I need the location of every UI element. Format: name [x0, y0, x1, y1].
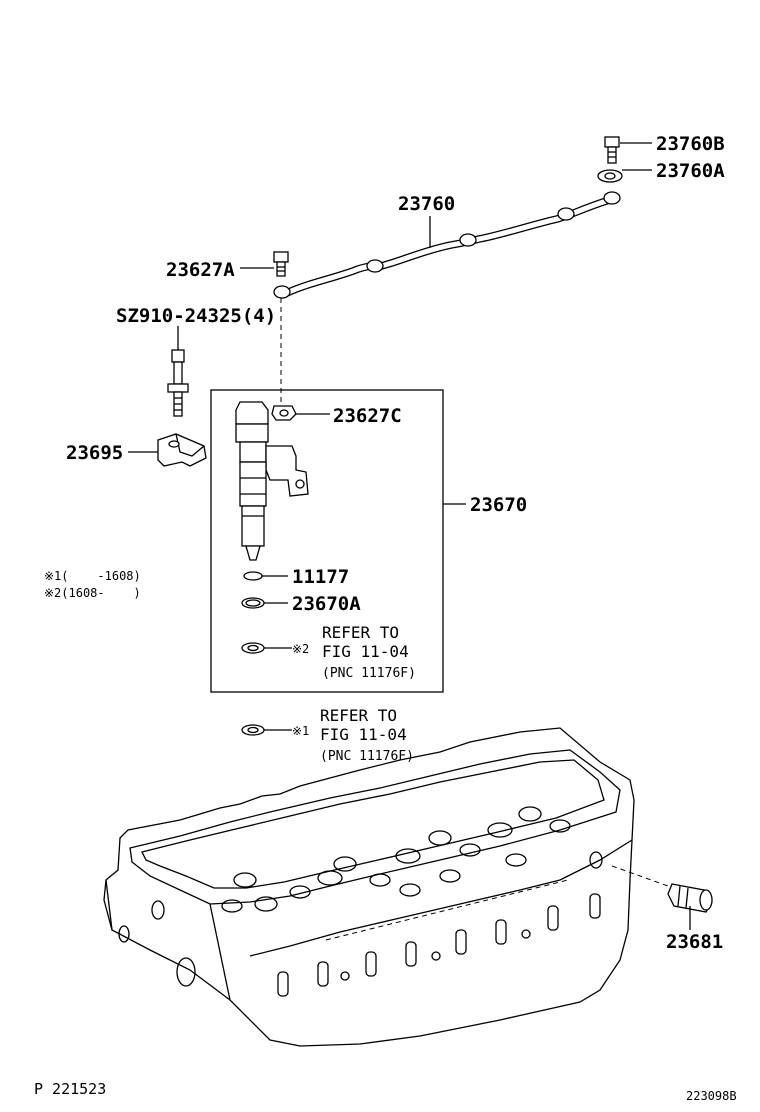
bolt-23760b	[604, 136, 620, 164]
mark1-label: ※1	[292, 724, 309, 738]
gasket-23627c	[271, 405, 297, 421]
note-mark1-range: ※1( -1608)	[44, 569, 141, 583]
ref1-line2: FIG 11-04	[320, 725, 407, 744]
ref2-line1: REFER TO	[322, 623, 399, 642]
stud-bolt-sz910	[167, 349, 189, 417]
label-23627c: 23627C	[333, 405, 402, 427]
clamp-23695	[157, 433, 207, 467]
label-sz910-24325: SZ910-24325(4)	[116, 305, 276, 327]
footer-page-code: P 221523	[34, 1080, 106, 1098]
note-mark2-range: ※2(1608- )	[44, 586, 141, 600]
ref2-line2: FIG 11-04	[322, 642, 409, 661]
label-11177: 11177	[292, 566, 349, 588]
leak-pipe-23760	[273, 191, 621, 299]
mark2-label: ※2	[292, 642, 309, 656]
cylinder-head	[103, 727, 635, 1047]
ref1-line1: REFER TO	[320, 706, 397, 725]
bolt-23627a	[273, 251, 289, 277]
label-23760a: 23760A	[656, 160, 725, 182]
washer-mark1	[241, 724, 265, 736]
ref2-line3: (PNC 11176F)	[322, 666, 416, 681]
label-23760b: 23760B	[656, 133, 725, 155]
label-23760: 23760	[398, 193, 455, 215]
seal-23670a	[241, 597, 265, 609]
leader-lines	[128, 142, 691, 930]
footer-figure-code: 223098B	[686, 1089, 737, 1103]
injector-23670	[235, 401, 309, 561]
washer-23760a	[597, 169, 623, 183]
injector-assembly-box	[210, 389, 444, 693]
label-23670: 23670	[470, 494, 527, 516]
plug-23681	[667, 883, 713, 913]
label-23670a: 23670A	[292, 593, 361, 615]
label-23695: 23695	[66, 442, 123, 464]
label-23681: 23681	[666, 931, 723, 953]
ref1-line3: (PNC 11176F)	[320, 749, 414, 764]
label-23627a: 23627A	[166, 259, 235, 281]
washer-mark2	[241, 642, 265, 654]
oring-11177	[243, 571, 263, 581]
